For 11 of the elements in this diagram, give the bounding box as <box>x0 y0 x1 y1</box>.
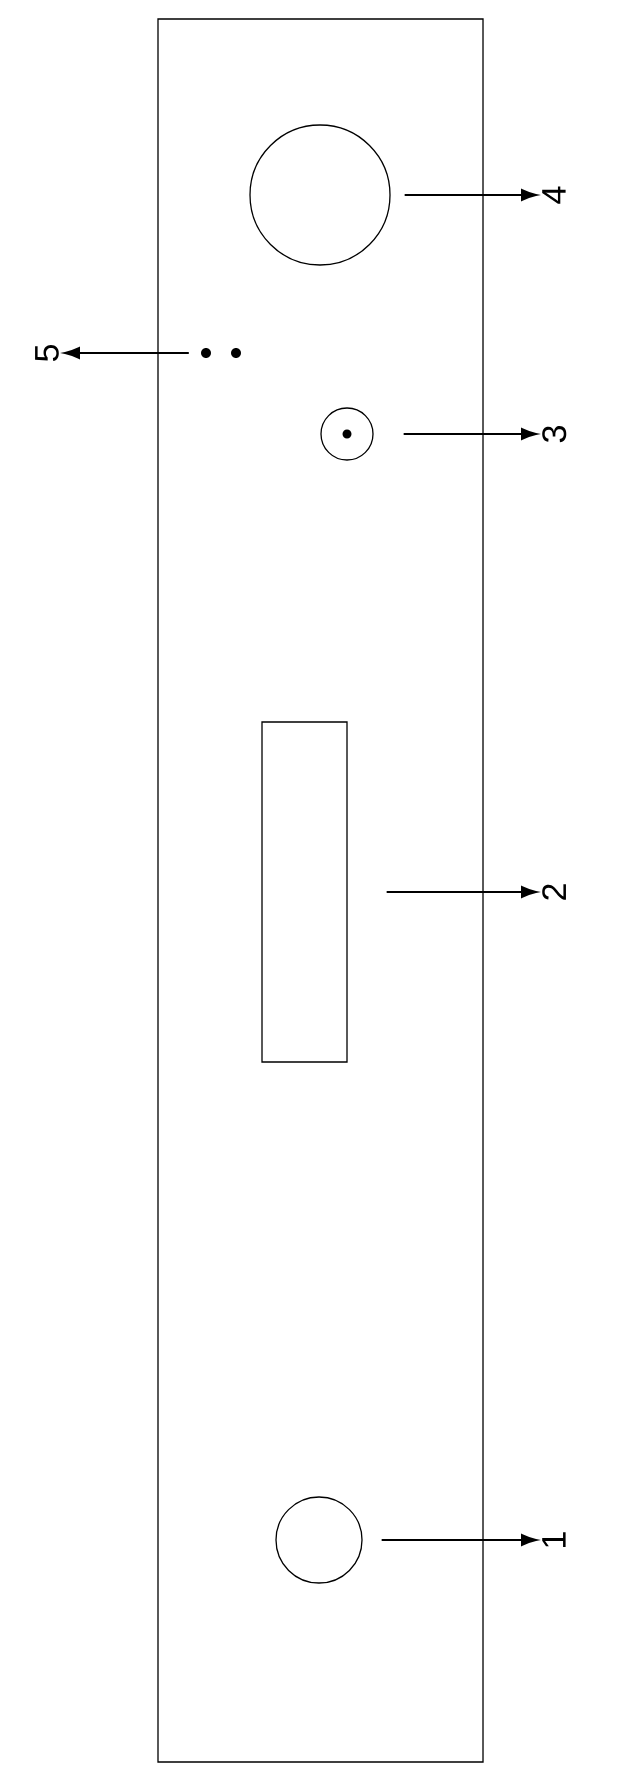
round-opening <box>249 124 391 266</box>
reference-number: 2 <box>542 884 566 900</box>
reference-number: 4 <box>542 186 566 204</box>
socket-symbol <box>320 407 374 461</box>
reference-number: 5 <box>35 344 59 362</box>
rectangular-slot <box>261 721 348 1063</box>
panel-outline <box>157 18 484 1763</box>
round-opening <box>275 1496 363 1584</box>
reference-number: 1 <box>542 1532 566 1547</box>
reference-number: 3 <box>542 426 567 443</box>
indicator-dots <box>201 348 241 358</box>
